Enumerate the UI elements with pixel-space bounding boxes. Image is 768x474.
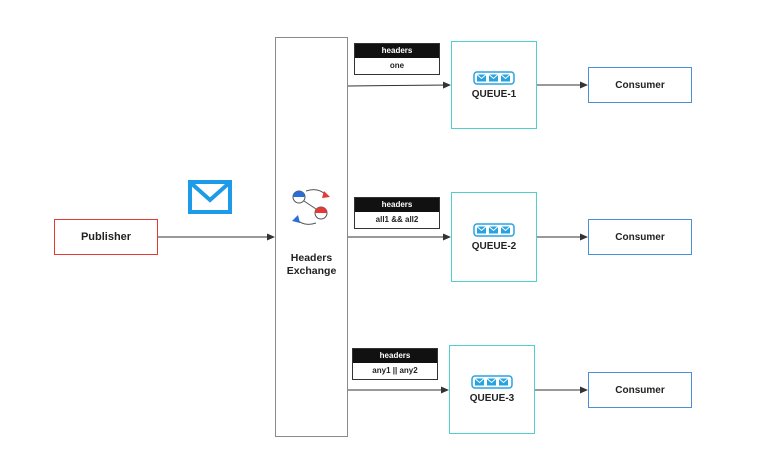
queue-1-node: QUEUE-1 [451, 41, 537, 129]
binding-header-3: headers any1 || any2 [352, 348, 438, 380]
queue-label: QUEUE-2 [471, 240, 517, 252]
binding-header-value: all1 && all2 [355, 212, 439, 228]
queue-label: QUEUE-1 [471, 88, 517, 100]
exchange-label-line1: Headers [290, 252, 333, 264]
exchange-label-line2: Exchange [286, 265, 337, 277]
headers-exchange-node: Headers Exchange [275, 37, 348, 437]
publisher-label: Publisher [80, 231, 132, 243]
queue-2-node: QUEUE-2 [451, 192, 537, 282]
queue-label: QUEUE-3 [469, 393, 515, 404]
binding-header-value: any1 || any2 [353, 363, 437, 379]
consumer-3-node: Consumer [588, 372, 692, 408]
consumer-1-node: Consumer [588, 67, 692, 103]
queue-messages-icon [471, 375, 513, 389]
queue-messages-icon [473, 70, 515, 85]
consumer-label: Consumer [615, 231, 665, 243]
binding-header-title: headers [355, 198, 439, 212]
queue-messages-icon [473, 222, 515, 237]
queue-3-node: QUEUE-3 [449, 345, 535, 434]
exchange-label: Headers Exchange [287, 252, 337, 278]
binding-header-2: headers all1 && all2 [354, 197, 440, 229]
consumer-label: Consumer [615, 384, 665, 396]
binding-header-title: headers [353, 349, 437, 363]
binding-header-title: headers [355, 44, 439, 58]
publisher-node: Publisher [54, 219, 158, 255]
envelope-icon [188, 180, 232, 214]
exchange-swap-icon [292, 189, 330, 225]
binding-header-value: one [355, 58, 439, 74]
consumer-2-node: Consumer [588, 219, 692, 255]
consumer-label: Consumer [615, 79, 665, 91]
binding-header-1: headers one [354, 43, 440, 75]
arrow-exchange-to-queue-1 [347, 81, 451, 89]
